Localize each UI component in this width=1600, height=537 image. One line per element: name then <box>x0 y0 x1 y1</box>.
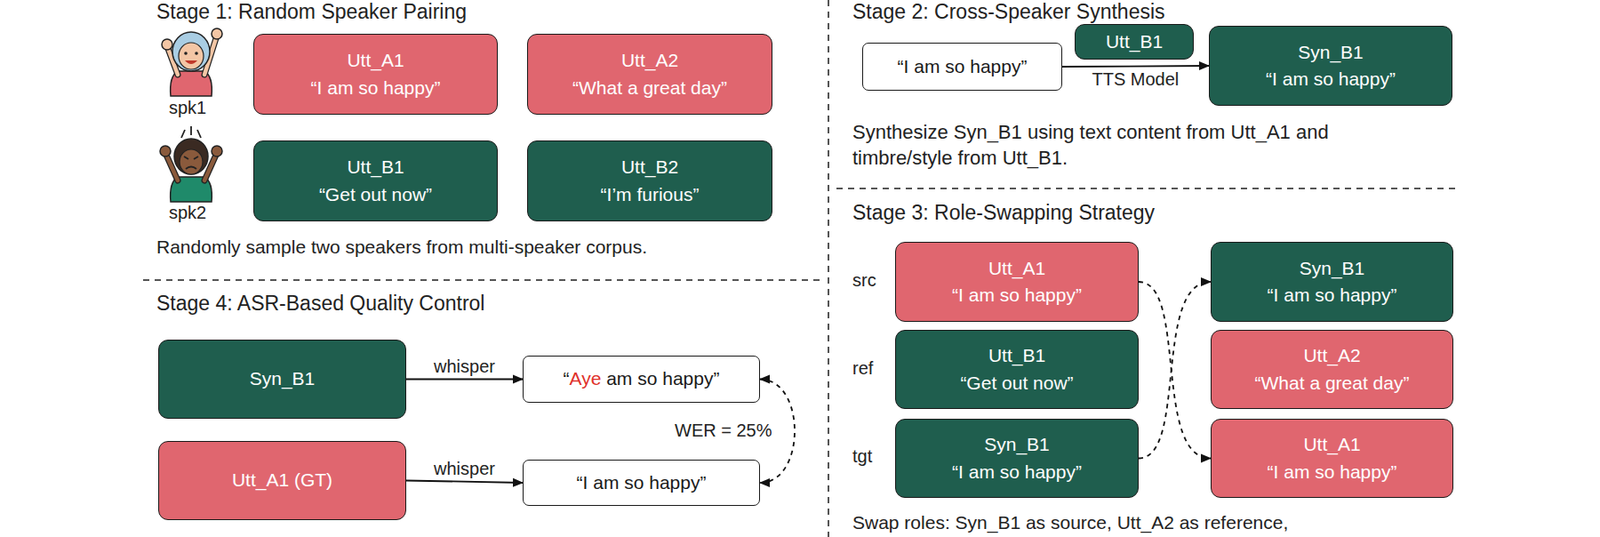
role-label: src <box>852 270 877 291</box>
box-title: Utt_A2 <box>1303 342 1360 369</box>
box-text: “I am so happy” <box>1267 458 1398 486</box>
transcript-box: “Aye am so happy” <box>522 355 760 403</box>
utterance-box: Utt_A1“I am so happy” <box>253 33 498 115</box>
description: Synthesize Syn_B1 using text content fro… <box>852 119 1382 171</box>
box-title: Utt_A1 <box>1303 431 1360 458</box>
role-label: ref <box>852 358 873 379</box>
face <box>179 149 203 175</box>
fist <box>211 28 223 40</box>
fist <box>161 39 173 50</box>
reference-box: Utt_B1 <box>1074 24 1194 60</box>
synth-box: Syn_B1“I am so happy” <box>1208 25 1453 106</box>
connector-arrow <box>1062 65 1209 67</box>
synth-box: Syn_B1“I am so happy” <box>1210 241 1454 322</box>
fist <box>160 145 171 157</box>
synth-box: Syn_B1“I am so happy” <box>895 418 1139 498</box>
eye <box>194 51 199 56</box>
box-title: Utt_B2 <box>621 153 679 181</box>
section-divider <box>836 187 1460 190</box>
section-divider <box>827 0 830 537</box>
speaker-label: spk2 <box>168 202 207 224</box>
box-title: Syn_B1 <box>984 431 1050 458</box>
edge-label: whisper <box>433 356 496 377</box>
box-text: “What a great day” <box>1255 369 1410 397</box>
caption-text: Swap roles: Syn_B1 as source, Utt_A2 as … <box>852 512 1288 534</box>
box-text: “Get out now” <box>960 369 1073 397</box>
highlight-word: Aye <box>569 368 602 389</box>
box-title: Utt_A2 <box>621 47 679 74</box>
speaker-icon <box>160 126 223 202</box>
face <box>178 42 204 70</box>
box-text: “Get out now” <box>319 181 432 208</box>
mouth <box>184 60 198 64</box>
box-title: Utt_B1 <box>988 342 1046 369</box>
description: Randomly sample two speakers from multi-… <box>156 236 648 258</box>
utterance-box: Utt_A1“I am so happy” <box>895 241 1139 322</box>
transcript-box: “I am so happy” <box>522 459 760 506</box>
utterance-box: Utt_A2“What a great day” <box>1210 329 1454 409</box>
box-title: Syn_B1 <box>1299 255 1366 282</box>
utterance-box: Utt_B1“Get out now” <box>253 140 498 222</box>
mouth <box>185 167 197 170</box>
stage-title: Stage 3: Role-Swapping Strategy <box>852 200 1155 225</box>
box-title: Utt_A1 (GT) <box>232 466 333 494</box>
connector-arrow <box>406 378 523 381</box>
box-title: “I am so happy” <box>576 469 707 496</box>
text-box: “I am so happy” <box>862 42 1063 91</box>
box-text: “I am so happy” <box>311 74 441 102</box>
connector-arrow <box>1138 281 1211 459</box>
box-text: “I am so happy” <box>952 281 1082 309</box>
brow <box>184 156 199 160</box>
fist <box>211 145 223 157</box>
box-title: “Aye am so happy” <box>563 365 720 392</box>
box-text: “I am so happy” <box>1267 281 1398 309</box>
edge-label: WER = 25% <box>674 420 772 441</box>
stage-title: Stage 1: Random Speaker Pairing <box>156 0 467 24</box>
edge-label: TTS Model <box>1092 69 1180 90</box>
hair <box>174 138 208 175</box>
box-text: “I am so happy” <box>1265 65 1396 93</box>
stage-title: Stage 4: ASR-Based Quality Control <box>156 291 485 316</box>
box-title: Utt_A1 <box>346 47 404 74</box>
synth-box: Syn_B1 <box>158 339 407 419</box>
box-title: “I am so happy” <box>897 53 1028 80</box>
box-title: Utt_B1 <box>346 153 404 181</box>
edge-label: whisper <box>433 458 496 480</box>
anger-mark <box>181 126 201 138</box>
box-title: Syn_B1 <box>1297 39 1364 66</box>
box-text: “What a great day” <box>572 74 728 102</box>
stage-title: Stage 2: Cross-Speaker Synthesis <box>852 0 1166 24</box>
speaker-icon <box>161 28 223 96</box>
speaker-label: spk1 <box>168 97 207 119</box>
connector-arrow <box>406 480 523 484</box>
box-text: “I’m furious” <box>600 181 700 208</box>
box-text: “I am so happy” <box>952 458 1082 486</box>
utterance-box: Utt_A1 (GT) <box>158 440 407 520</box>
connector-arrow <box>1138 281 1211 459</box>
utterance-box: Utt_B2“I’m furious” <box>527 140 773 222</box>
box-title: Utt_B1 <box>1105 28 1163 56</box>
box-title: Utt_A1 <box>988 255 1046 282</box>
utterance-box: Utt_B1“Get out now” <box>895 329 1139 409</box>
section-divider <box>143 279 822 281</box>
hair <box>172 32 210 72</box>
utterance-box: Utt_A1“I am so happy” <box>1210 418 1454 498</box>
role-label: tgt <box>852 446 872 467</box>
utterance-box: Utt_A2“What a great day” <box>527 33 773 115</box>
eye <box>184 51 188 56</box>
box-title: Syn_B1 <box>249 365 316 392</box>
